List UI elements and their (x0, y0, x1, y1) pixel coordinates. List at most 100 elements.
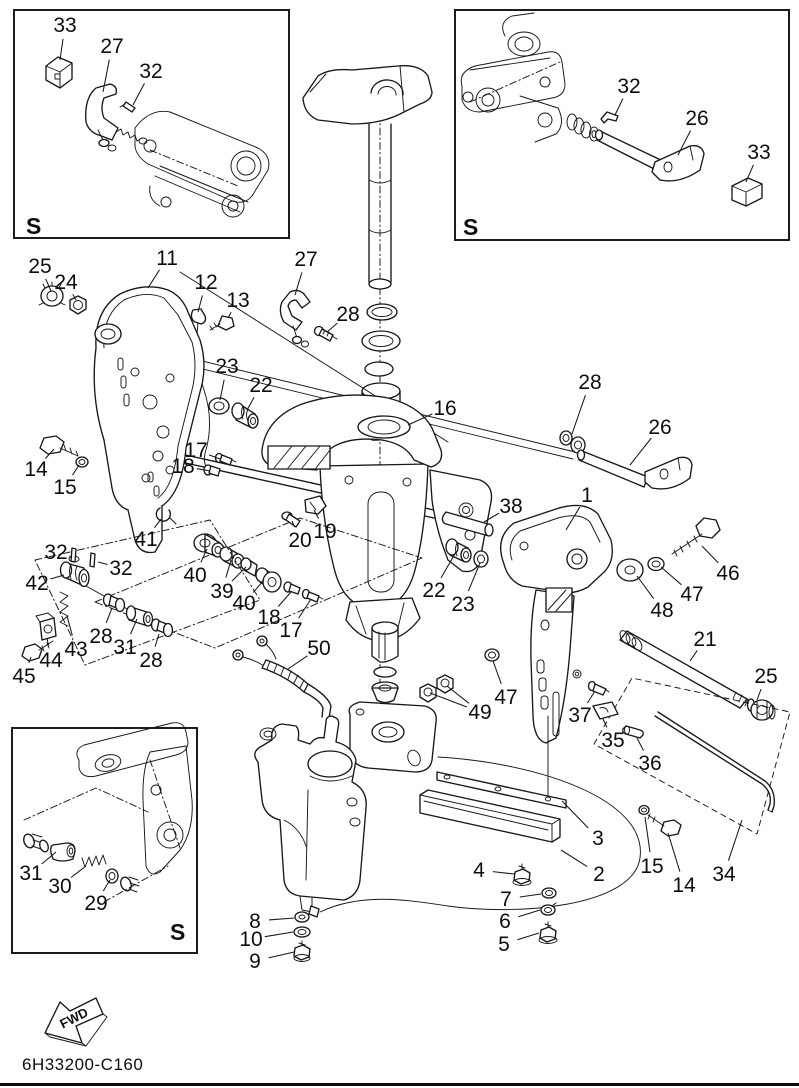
callout-leader-14 (667, 832, 681, 872)
callout-leader-48 (636, 575, 655, 600)
pin-32-left-b (89, 552, 96, 568)
bolt-13 (209, 315, 235, 331)
callout-label-28: 28 (578, 371, 601, 394)
callout-leader-39 (231, 566, 247, 582)
callout-label-50: 50 (307, 637, 330, 660)
detail-inset-bottom-left-marker: S (170, 919, 185, 945)
callout-label-32: 32 (139, 60, 162, 83)
detail-inset-top-left-marker: S (26, 213, 41, 239)
callout-leader-16 (407, 413, 433, 426)
nuts-49 (419, 674, 454, 703)
callout-label-10: 10 (239, 928, 262, 951)
callout-label-26: 26 (648, 416, 671, 439)
pin-32-left-a (70, 547, 77, 563)
callout-leader-22 (246, 396, 255, 411)
tilt-pin-21 (619, 630, 756, 712)
callout-label-2: 2 (593, 863, 605, 886)
power-tilt-unit (254, 715, 367, 913)
callout-label-30: 30 (48, 875, 71, 898)
callout-leader-18 (196, 468, 211, 472)
callout-leader-40 (200, 548, 208, 563)
callout-label-4: 4 (473, 859, 485, 882)
clamp-19 (304, 495, 327, 515)
callout-leader-33 (745, 164, 754, 183)
callout-leader-2 (560, 849, 588, 867)
callout-label-23: 23 (451, 593, 474, 616)
drawing-code: 6H33200-C160 (22, 1055, 143, 1074)
callout-label-32: 32 (44, 541, 67, 564)
bolt-5 (538, 921, 558, 944)
washer-15-left (75, 456, 89, 468)
bushing-40-lower (255, 567, 282, 593)
callout-leader-28 (154, 633, 160, 647)
callout-leader-46 (701, 545, 719, 564)
inset-box-top-right (454, 9, 790, 241)
callout-leader-33 (59, 38, 64, 61)
grease-nipple-17-top (214, 452, 237, 466)
callout-label-38: 38 (499, 495, 522, 518)
callout-label-27: 27 (100, 35, 123, 58)
callout-leader-25 (45, 278, 52, 292)
callout-leader-12 (197, 295, 203, 313)
bottom-rule (0, 1083, 799, 1086)
bushing-22-right (445, 538, 472, 563)
callout-leader-26 (677, 130, 692, 156)
plug-28-left-a (102, 593, 126, 613)
grease-nipple-37 (572, 669, 610, 696)
callout-leader-32 (132, 83, 145, 106)
callout-leader-35 (602, 718, 608, 728)
callout-leader-23 (467, 562, 481, 592)
callout-leader-43 (66, 615, 73, 636)
washer-48 (616, 558, 644, 582)
callout-leader-11 (147, 269, 160, 289)
callout-label-33: 33 (53, 14, 76, 37)
callout-label-49: 49 (468, 701, 491, 724)
callout-label-40: 40 (232, 592, 255, 615)
callout-label-25: 25 (28, 255, 51, 278)
callout-label-9: 9 (249, 950, 261, 973)
callout-leader-50 (287, 655, 308, 670)
pin-36 (622, 725, 644, 739)
callout-leader-41 (153, 518, 162, 529)
callout-leader-17 (298, 598, 312, 619)
callout-leader-49 (446, 685, 470, 704)
callout-label-34: 34 (712, 863, 736, 886)
inset-bl-detent-parts (23, 833, 140, 893)
bolt-46 (671, 517, 721, 557)
inset-tr-phantom-bracket (460, 12, 566, 143)
callout-leader-5 (517, 932, 540, 941)
callout-leader-28 (571, 395, 586, 435)
callout-label-29: 29 (84, 892, 107, 915)
callout-label-19: 19 (313, 520, 336, 543)
callout-leader-44 (46, 637, 50, 647)
callout-leader-27 (102, 59, 110, 93)
callout-label-8: 8 (249, 910, 261, 933)
callout-label-15: 15 (53, 476, 76, 499)
callout-label-46: 46 (716, 562, 739, 585)
callout-label-28: 28 (336, 303, 359, 326)
steering-arm-phantom (302, 65, 433, 125)
inset-tr-spring (566, 113, 599, 142)
washer-10 (293, 926, 311, 938)
callout-leader-7 (519, 893, 542, 898)
callout-leader-10 (264, 931, 294, 938)
bolt-20 (281, 511, 301, 528)
valve-42 (59, 555, 90, 588)
lower-mount-housing (348, 701, 437, 773)
inset-bl-phantom-bracket (76, 722, 193, 875)
inset-tl-phantom-bracket (134, 110, 270, 218)
callout-leader-15 (72, 464, 80, 476)
washer-23-right (473, 550, 489, 568)
callout-leader-8 (268, 917, 295, 921)
callout-leader-19 (313, 509, 319, 519)
callout-label-5: 5 (498, 933, 510, 956)
callout-leader-1 (565, 506, 581, 531)
steering-rod-34 (654, 711, 775, 813)
callout-label-1: 1 (581, 484, 593, 507)
hex-nut-24 (69, 295, 87, 315)
detail-inset-top-right-marker: S (463, 214, 478, 240)
callout-label-36: 36 (638, 752, 661, 775)
callout-label-31: 31 (113, 636, 136, 659)
inset-tr-lock-rod (594, 129, 705, 182)
